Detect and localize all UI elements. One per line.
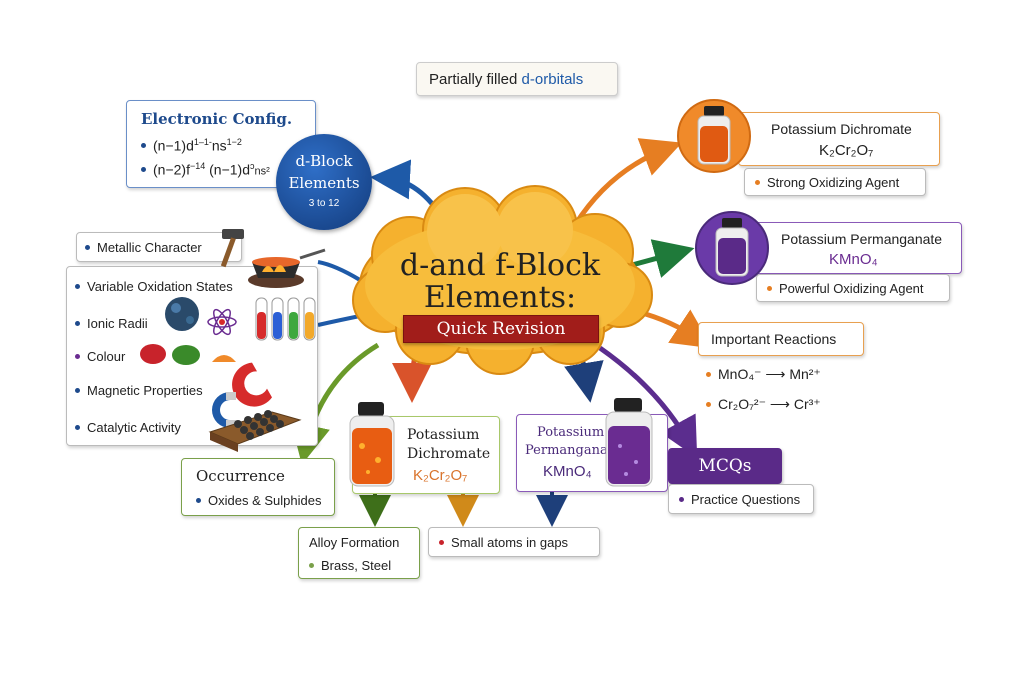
- catalyst-tray-icon: [208, 410, 302, 452]
- permanganate-top-title: Potassium Permanganate: [781, 231, 943, 247]
- magnet-icon: [212, 362, 272, 428]
- property-item: Catalytic Activity: [75, 420, 181, 435]
- alloy-item: Brass, Steel: [321, 558, 392, 573]
- occurrence-item: Oxides & Sulphides: [208, 493, 322, 508]
- arrow-right-icon: ⟶: [765, 366, 786, 382]
- test-tubes-icon: [255, 297, 316, 341]
- permanganate-mid-formula: KMnO₄: [543, 463, 592, 480]
- permanganate-mid-line2: Permanganate: [525, 443, 621, 458]
- center-title: d-and f-Block Elements:: [380, 250, 620, 314]
- property-item: Colour: [75, 349, 125, 364]
- dblock-line1: d-Block: [295, 152, 353, 170]
- electronic-config-line1: (n−1)d1–1‑ns1−2: [141, 137, 242, 154]
- metallic-box: Metallic Character: [76, 232, 242, 262]
- mcqs-item: Practice Questions: [691, 492, 801, 507]
- top-label: Partially filled d-orbitals: [429, 71, 583, 88]
- reactions-box: Important Reactions: [698, 322, 864, 356]
- arrow-to-properties-top: [317, 260, 362, 282]
- dichromate-top-item: Strong Oxidizing Agent: [767, 175, 900, 190]
- center-title-line2: Elements:: [423, 280, 577, 315]
- top-label-prefix: Partially filled: [429, 71, 522, 88]
- dichromate-mid-line2: Dichromate: [407, 446, 491, 462]
- arrow-to-permanganate-top: [631, 239, 695, 278]
- permanganate-top-item: Powerful Oxidizing Agent: [779, 281, 924, 296]
- permanganate-top-formula: KMnO₄: [829, 251, 878, 268]
- crucible-icon: [248, 248, 326, 288]
- dichromate-top-sub-box: Strong Oxidizing Agent: [744, 168, 926, 196]
- reaction-1: MnO₄⁻ ⟶ Mn²⁺: [706, 366, 821, 383]
- electronic-config-title: Electronic Config.: [141, 110, 293, 128]
- occurrence-title: Occurrence: [196, 467, 285, 485]
- dblock-line3: 3 to 12: [308, 198, 340, 209]
- atom-icon: [207, 308, 237, 336]
- permanganate-mid-line1: Potassium: [537, 425, 605, 440]
- occurrence-box: Occurrence Oxides & Sulphides: [181, 458, 335, 516]
- small-atoms-item: Small atoms in gaps: [451, 535, 569, 550]
- hammer-icon: [220, 229, 244, 268]
- arrow-to-mcqs: [598, 345, 698, 459]
- permanganate-top-sub-box: Powerful Oxidizing Agent: [756, 274, 950, 302]
- electronic-config-box: Electronic Config. (n−1)d1–1‑ns1−2 (n−2)…: [126, 100, 316, 188]
- electronic-config-line2: (n−2)f−14 (n−1)dɔns²: [141, 161, 270, 178]
- top-label-box: Partially filled d-orbitals: [416, 62, 618, 96]
- dichromate-top-formula: K₂Cr₂O₇: [819, 142, 874, 159]
- ionic-radius-icon: [165, 297, 199, 331]
- dichromate-top-title: Potassium Dichromate: [771, 121, 912, 137]
- property-item: Variable Oxidation States: [75, 279, 233, 294]
- reaction-2: Cr₂O₇²⁻ ⟶ Cr³⁺: [706, 396, 821, 413]
- colour-gems-icon: [140, 344, 236, 365]
- mcqs-title: MCQs: [698, 456, 752, 476]
- dichromate-mid-formula: K₂Cr₂O₇: [413, 467, 468, 484]
- property-item: Magnetic Properties: [75, 383, 203, 398]
- arrow-to-dichromate-top: [572, 138, 683, 227]
- center-banner-text: Quick Revision: [436, 319, 566, 339]
- center-banner: Quick Revision: [403, 315, 599, 343]
- arrow-right-icon: ⟶: [769, 396, 790, 412]
- mcqs-box: MCQs: [668, 448, 782, 484]
- dichromate-mid-line1: Potassium: [407, 427, 480, 443]
- property-item: Ionic Radii: [75, 316, 148, 331]
- top-label-highlight: d-orbitals: [521, 71, 584, 88]
- alloy-box: Alloy Formation Brass, Steel: [298, 527, 420, 579]
- dichromate-top-box: Potassium Dichromate K₂Cr₂O₇: [738, 112, 940, 166]
- reactions-title: Important Reactions: [711, 331, 837, 347]
- alloy-title: Alloy Formation: [309, 535, 400, 550]
- mcqs-sub-box: Practice Questions: [668, 484, 814, 514]
- metallic-label: Metallic Character: [97, 240, 202, 255]
- dblock-line2: Elements: [288, 174, 360, 192]
- dblock-circle: d-Block Elements 3 to 12: [276, 134, 372, 230]
- small-atoms-box: Small atoms in gaps: [428, 527, 600, 557]
- center-title-line1: d-and f-Block: [399, 248, 601, 283]
